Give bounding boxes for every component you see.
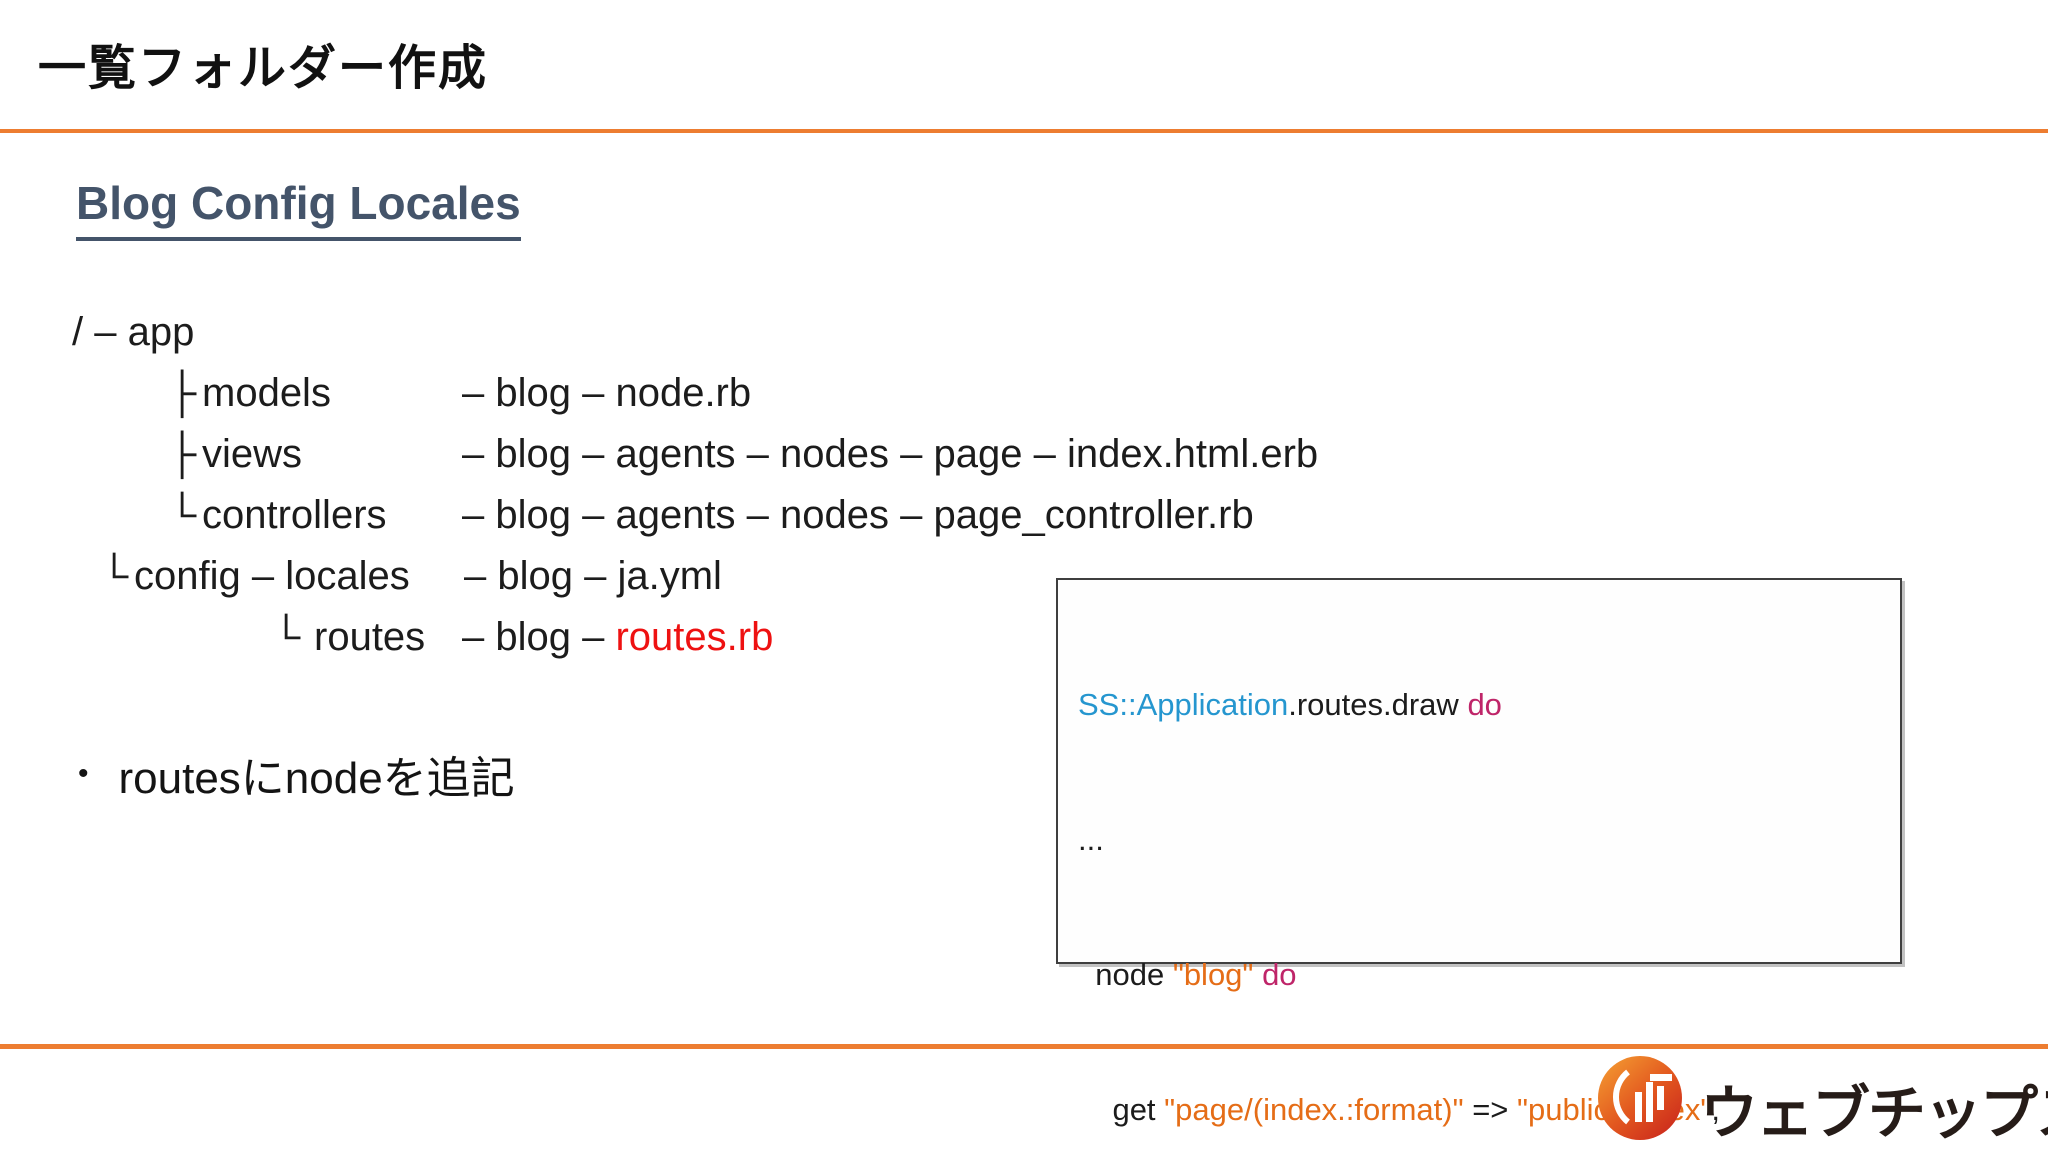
footer-divider <box>0 1044 2048 1049</box>
code-token: .routes.draw <box>1288 687 1468 722</box>
tree-node-name: controllers <box>202 493 387 537</box>
tree-row-controllers: └controllers – blog – agents – nodes – pa… <box>57 485 1318 546</box>
tree-node-name: / – app <box>72 310 195 354</box>
code-token: get <box>1078 1092 1165 1127</box>
code-token: do <box>1262 957 1297 992</box>
code-token: do <box>1467 687 1502 722</box>
code-token: , <box>1711 1092 1721 1127</box>
code-line: SS::Application.routes.draw do <box>1078 682 1880 727</box>
bullet-marker: • <box>78 757 89 790</box>
brand-name: ウェブチップス <box>1700 1081 2048 1146</box>
tree-branch-glyph: ├ <box>168 371 197 415</box>
code-token: ... <box>1078 822 1104 857</box>
tree-node-name: models <box>202 371 331 415</box>
code-snippet-box: SS::Application.routes.draw do ... node … <box>1056 578 1902 1127</box>
section-heading: Blog Config Locales <box>76 176 521 241</box>
code-token: => <box>1463 1092 1518 1127</box>
tree-node-path-highlight: routes.rb <box>615 615 774 659</box>
code-token: "blog" <box>1172 957 1254 992</box>
tree-branch-glyph: └ <box>100 554 129 598</box>
tree-node-name: views <box>202 432 303 476</box>
tree-row-root: / – app <box>57 302 1318 363</box>
tree-row-config-locales: └config – locales – blog – ja.yml <box>57 546 1318 607</box>
code-line: ... <box>1078 817 1880 862</box>
tree-node-path: – blog – node.rb <box>462 371 752 415</box>
bullet-item: • routesにnodeを追記 <box>78 742 515 806</box>
header-divider <box>0 129 2048 133</box>
tree-row-models: ├models – blog – node.rb <box>57 363 1318 424</box>
webchips-logo-icon <box>1598 1056 1682 1140</box>
slide-title: 一覧フォルダー作成 <box>38 42 489 95</box>
tree-row-views: ├views – blog – agents – nodes – page – i… <box>57 424 1318 485</box>
tree-node-path: – blog – <box>462 615 616 659</box>
tree-node-name: routes <box>314 615 426 659</box>
tree-branch-glyph: ├ <box>168 432 197 476</box>
tree-row-routes: └ routes – blog – routes.rb <box>57 607 1318 668</box>
tree-node-path: – blog – agents – nodes – page – index.h… <box>462 432 1319 476</box>
folder-tree: / – app ├models – blog – node.rb ├views – … <box>57 302 1318 668</box>
code-token: SS::Application <box>1078 687 1289 722</box>
tree-node-path: – blog – ja.yml <box>464 554 722 598</box>
tree-branch-glyph: └ <box>168 493 197 537</box>
code-token <box>1253 957 1262 992</box>
tree-node-name: config – locales <box>134 554 410 598</box>
code-line: node "blog" do <box>1078 952 1880 997</box>
code-token: node <box>1078 957 1173 992</box>
bullet-text: routesにnodeを追記 <box>118 754 515 803</box>
tree-branch-glyph: └ <box>272 615 301 659</box>
tree-node-path: – blog – agents – nodes – page_controlle… <box>462 493 1254 537</box>
code-token: "page/(index.:format)" <box>1164 1092 1464 1127</box>
